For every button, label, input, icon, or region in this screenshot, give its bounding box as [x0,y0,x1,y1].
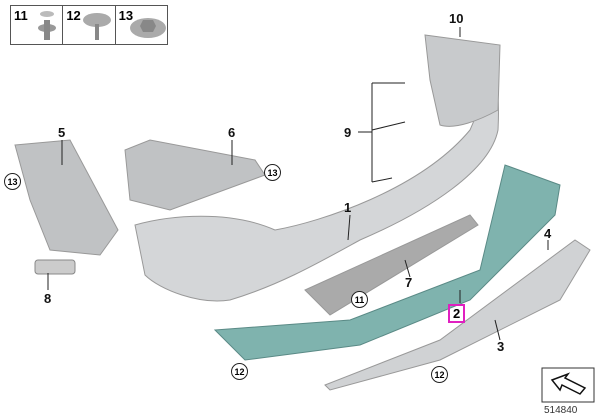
clip-icon [38,11,56,40]
bracket-5 [14,139,119,256]
callout-13-left[interactable]: 13 [4,173,21,190]
callout-4[interactable]: 4 [544,226,552,241]
callout-7[interactable]: 7 [405,275,413,290]
callout-5[interactable]: 5 [58,125,66,140]
callout-10[interactable]: 10 [449,11,464,26]
bumper-cover [134,83,499,302]
callout-13-right[interactable]: 13 [264,164,281,181]
callout-12-right[interactable]: 12 [431,366,448,383]
diffuser-7 [304,214,479,316]
callout-6[interactable]: 6 [228,125,236,140]
callout-1[interactable]: 1 [344,200,352,215]
upper-trim-10 [424,34,501,127]
callout-2-highlighted[interactable]: 2 [448,304,466,323]
bracket-6 [124,139,266,211]
nut-icon [129,18,166,38]
callout-8[interactable]: 8 [44,291,52,306]
legend-cell-12[interactable]: 12 [63,6,116,44]
callout-11[interactable]: 11 [351,291,368,308]
screw-icon [83,13,112,40]
diffuser-2 [213,164,561,361]
legend-cell-13[interactable]: 13 [116,6,167,44]
legend-cell-11[interactable]: 11 [11,6,64,44]
diagram-id: 514840 [544,405,578,416]
callout-12-left[interactable]: 12 [231,363,248,380]
fastener-legend: 11 12 13 [10,5,168,45]
callout-9[interactable]: 9 [344,125,352,140]
reflector-8 [34,259,76,275]
callout-3[interactable]: 3 [497,339,505,354]
orientation-arrow-box [541,367,595,403]
trim-strip-3 [324,239,591,391]
